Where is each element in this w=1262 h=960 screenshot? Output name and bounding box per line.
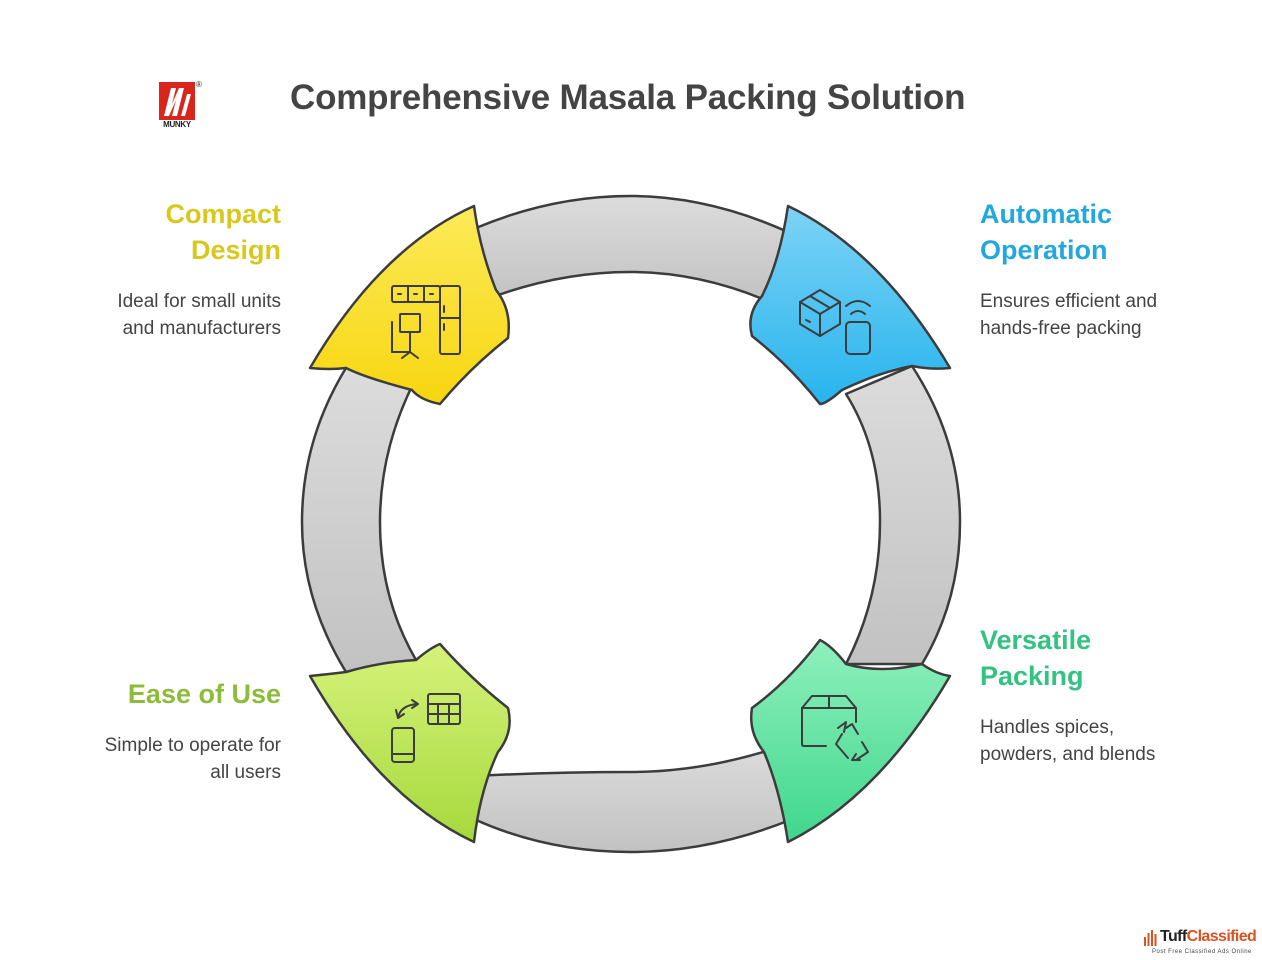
ease-of-use-desc-line-2: all users [210, 762, 281, 783]
compact-design-description: Ideal for small units and manufacturers [41, 288, 281, 342]
ease-of-use-block: Ease of Use Simple to operate for all us… [41, 676, 281, 786]
tuffclassified-name: TuffClassified [1160, 928, 1257, 946]
ease-of-use-desc-line-1: Simple to operate for [104, 735, 281, 756]
tuffclassified-name-part-2: Classified [1186, 928, 1257, 945]
compact-design-segment [308, 204, 510, 406]
automatic-operation-heading-line-2: Operation [980, 235, 1108, 265]
ease-of-use-heading-line-1: Ease of Use [127, 679, 281, 709]
versatile-packing-desc-line-1: Handles spices, [980, 717, 1115, 738]
munky-logo-text: MUNKY [163, 120, 191, 129]
box-wireless-device-icon [799, 289, 871, 355]
automatic-operation-desc-line-2: hands-free packing [980, 318, 1142, 339]
ring-segment-left [300, 366, 418, 674]
phone-sync-grid-icon [391, 693, 461, 763]
box-recycle-icon [801, 695, 869, 761]
compact-design-desc-line-1: Ideal for small units [117, 291, 281, 312]
versatile-packing-heading-line-2: Packing [980, 661, 1084, 691]
versatile-packing-heading: Versatile Packing [980, 622, 1220, 694]
compact-design-heading: Compact Design [41, 196, 281, 268]
ring-segment-top [474, 194, 790, 304]
versatile-packing-heading-line-1: Versatile [980, 625, 1092, 655]
tuffclassified-watermark: TuffClassified Post Free Classified Ads … [1142, 928, 1260, 958]
registered-mark: ® [196, 80, 202, 89]
compact-design-block: Compact Design Ideal for small units and… [41, 196, 281, 342]
compact-design-heading-line-2: Design [190, 235, 281, 265]
ease-of-use-segment [308, 642, 511, 844]
automatic-operation-segment [749, 204, 952, 406]
tuffclassified-tagline: Post Free Classified Ads Online [1152, 949, 1252, 955]
munky-logo: MUNKY ® [159, 80, 205, 132]
versatile-packing-desc-line-2: powders, and blends [980, 744, 1156, 765]
automatic-operation-heading: Automatic Operation [980, 196, 1220, 268]
compact-design-heading-line-1: Compact [165, 199, 281, 229]
office-layout-icon [391, 285, 461, 359]
tuffclassified-name-part-1: Tuff [1160, 928, 1187, 945]
munky-logo-mark [159, 82, 195, 120]
bar-chart-logo-icon [1144, 930, 1157, 946]
ring-segment-right [844, 364, 962, 666]
automatic-operation-description: Ensures efficient and hands-free packing [980, 288, 1220, 342]
automatic-operation-block: Automatic Operation Ensures efficient an… [980, 196, 1220, 342]
ease-of-use-description: Simple to operate for all users [41, 732, 281, 786]
page-title: Comprehensive Masala Packing Solution [290, 78, 966, 117]
versatile-packing-segment [750, 638, 952, 844]
versatile-packing-description: Handles spices, powders, and blends [980, 714, 1220, 768]
compact-design-desc-line-2: and manufacturers [122, 318, 281, 339]
ring-segment-bottom [472, 742, 792, 854]
automatic-operation-desc-line-1: Ensures efficient and [980, 291, 1158, 312]
versatile-packing-block: Versatile Packing Handles spices, powder… [980, 622, 1220, 768]
automatic-operation-heading-line-1: Automatic [980, 199, 1113, 229]
ease-of-use-heading: Ease of Use [41, 676, 281, 712]
